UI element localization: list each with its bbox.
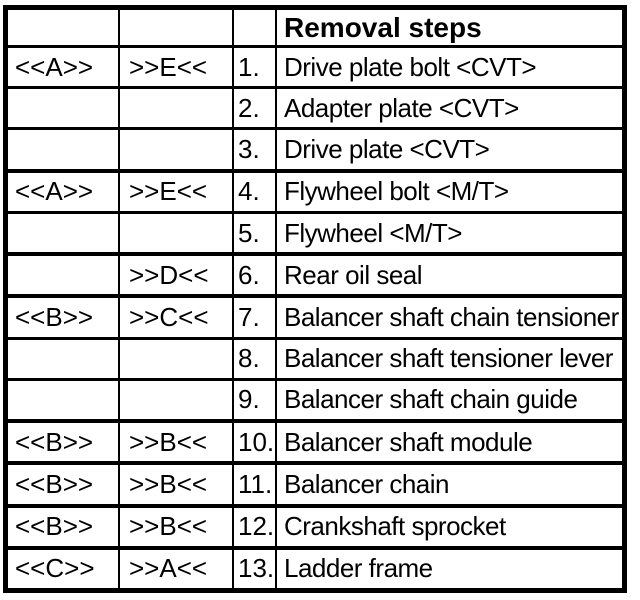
step-row-11: <<B>> >>B<< 11. Balancer chain bbox=[8, 461, 622, 504]
removal-marker-cell bbox=[8, 256, 118, 294]
step-description-cell: Balancer shaft tensioner lever bbox=[275, 339, 622, 378]
step-row-9: 9. Balancer shaft chain guide bbox=[8, 377, 622, 420]
step-description-cell: Adapter plate <CVT> bbox=[275, 89, 622, 128]
removal-marker-cell bbox=[8, 381, 118, 419]
step-number-cell: 13. bbox=[232, 549, 275, 589]
step-description-cell: Crankshaft sprocket bbox=[275, 507, 622, 546]
install-marker-cell: >>B<< bbox=[118, 423, 232, 462]
step-description-cell: Drive plate <CVT> bbox=[275, 130, 622, 169]
step-number-cell: 2. bbox=[232, 89, 275, 128]
step-number-cell: 6. bbox=[232, 256, 275, 295]
step-row-12: <<B>> >>B<< 12. Crankshaft sprocket bbox=[8, 503, 622, 546]
step-row-7: <<B>> >>C<< 7. Balancer shaft chain tens… bbox=[8, 294, 622, 337]
step-row-6: >>D<< 6. Rear oil seal bbox=[8, 252, 622, 295]
step-number-cell: 5. bbox=[232, 213, 275, 253]
step-description-cell: Flywheel <M/T> bbox=[275, 213, 622, 253]
header-row: Removal steps bbox=[8, 10, 622, 45]
step-number-cell: 8. bbox=[232, 339, 275, 378]
install-marker-header-cell bbox=[118, 10, 232, 45]
step-description-cell: Balancer shaft module bbox=[275, 423, 622, 462]
removal-steps-table: Removal steps <<A>> >>E<< 1. Drive plate… bbox=[3, 5, 627, 593]
removal-marker-cell: <<B>> bbox=[15, 426, 94, 457]
step-row-3: 3. Drive plate <CVT> bbox=[8, 127, 622, 169]
removal-marker-cell: <<B>> bbox=[15, 511, 94, 542]
install-marker-cell: >>C<< bbox=[118, 298, 232, 337]
step-row-10: <<B>> >>B<< 10. Balancer shaft module bbox=[8, 419, 622, 462]
install-marker-cell: >>E<< bbox=[118, 48, 232, 87]
step-number-header-cell bbox=[232, 10, 275, 45]
step-description-cell: Balancer shaft chain tensioner bbox=[275, 298, 622, 337]
step-number-cell: 9. bbox=[232, 380, 275, 420]
step-number-cell: 11. bbox=[232, 465, 275, 504]
removal-marker-cell bbox=[8, 130, 118, 168]
step-row-8: 8. Balancer shaft tensioner lever bbox=[8, 336, 622, 378]
step-description-cell: Ladder frame bbox=[275, 549, 622, 589]
removal-marker-cell: <<B>> bbox=[15, 302, 94, 333]
step-number-cell: 3. bbox=[232, 130, 275, 169]
install-marker-cell: >>B<< bbox=[118, 465, 232, 504]
install-marker-cell bbox=[118, 130, 232, 169]
step-row-4: <<A>> >>E<< 4. Flywheel bolt <M/T> bbox=[8, 168, 622, 211]
removal-marker-header-cell bbox=[8, 10, 118, 45]
step-row-13: <<C>> >>A<< 13. Ladder frame bbox=[8, 545, 622, 589]
install-marker-cell bbox=[118, 339, 232, 378]
step-row-1: <<A>> >>E<< 1. Drive plate bolt <CVT> bbox=[8, 45, 622, 87]
removal-marker-cell: <<A>> bbox=[15, 51, 94, 82]
install-marker-cell bbox=[118, 380, 232, 420]
step-number-cell: 12. bbox=[232, 507, 275, 546]
step-description-cell: Balancer shaft chain guide bbox=[275, 380, 622, 420]
install-marker-cell bbox=[118, 213, 232, 253]
removal-marker-cell: <<B>> bbox=[15, 468, 94, 499]
step-description-cell: Drive plate bolt <CVT> bbox=[275, 48, 622, 87]
install-marker-cell bbox=[118, 89, 232, 128]
removal-marker-cell bbox=[8, 89, 118, 127]
step-description-cell: Flywheel bolt <M/T> bbox=[275, 172, 622, 211]
install-marker-cell: >>E<< bbox=[118, 172, 232, 211]
step-number-cell: 7. bbox=[232, 298, 275, 337]
install-marker-cell: >>B<< bbox=[118, 507, 232, 546]
install-marker-cell: >>D<< bbox=[118, 256, 232, 295]
step-row-5: 5. Flywheel <M/T> bbox=[8, 210, 622, 253]
removal-marker-cell: <<A>> bbox=[15, 176, 94, 207]
step-description-cell: Rear oil seal bbox=[275, 256, 622, 295]
removal-marker-cell: <<C>> bbox=[15, 553, 95, 584]
removal-marker-cell bbox=[8, 214, 118, 252]
step-description-cell: Balancer chain bbox=[275, 465, 622, 504]
step-row-2: 2. Adapter plate <CVT> bbox=[8, 86, 622, 128]
step-number-cell: 4. bbox=[232, 172, 275, 211]
removal-steps-header: Removal steps bbox=[275, 10, 622, 45]
removal-marker-cell bbox=[8, 340, 118, 378]
step-number-cell: 1. bbox=[232, 48, 275, 87]
install-marker-cell: >>A<< bbox=[118, 549, 232, 589]
step-number-cell: 10. bbox=[232, 423, 275, 462]
